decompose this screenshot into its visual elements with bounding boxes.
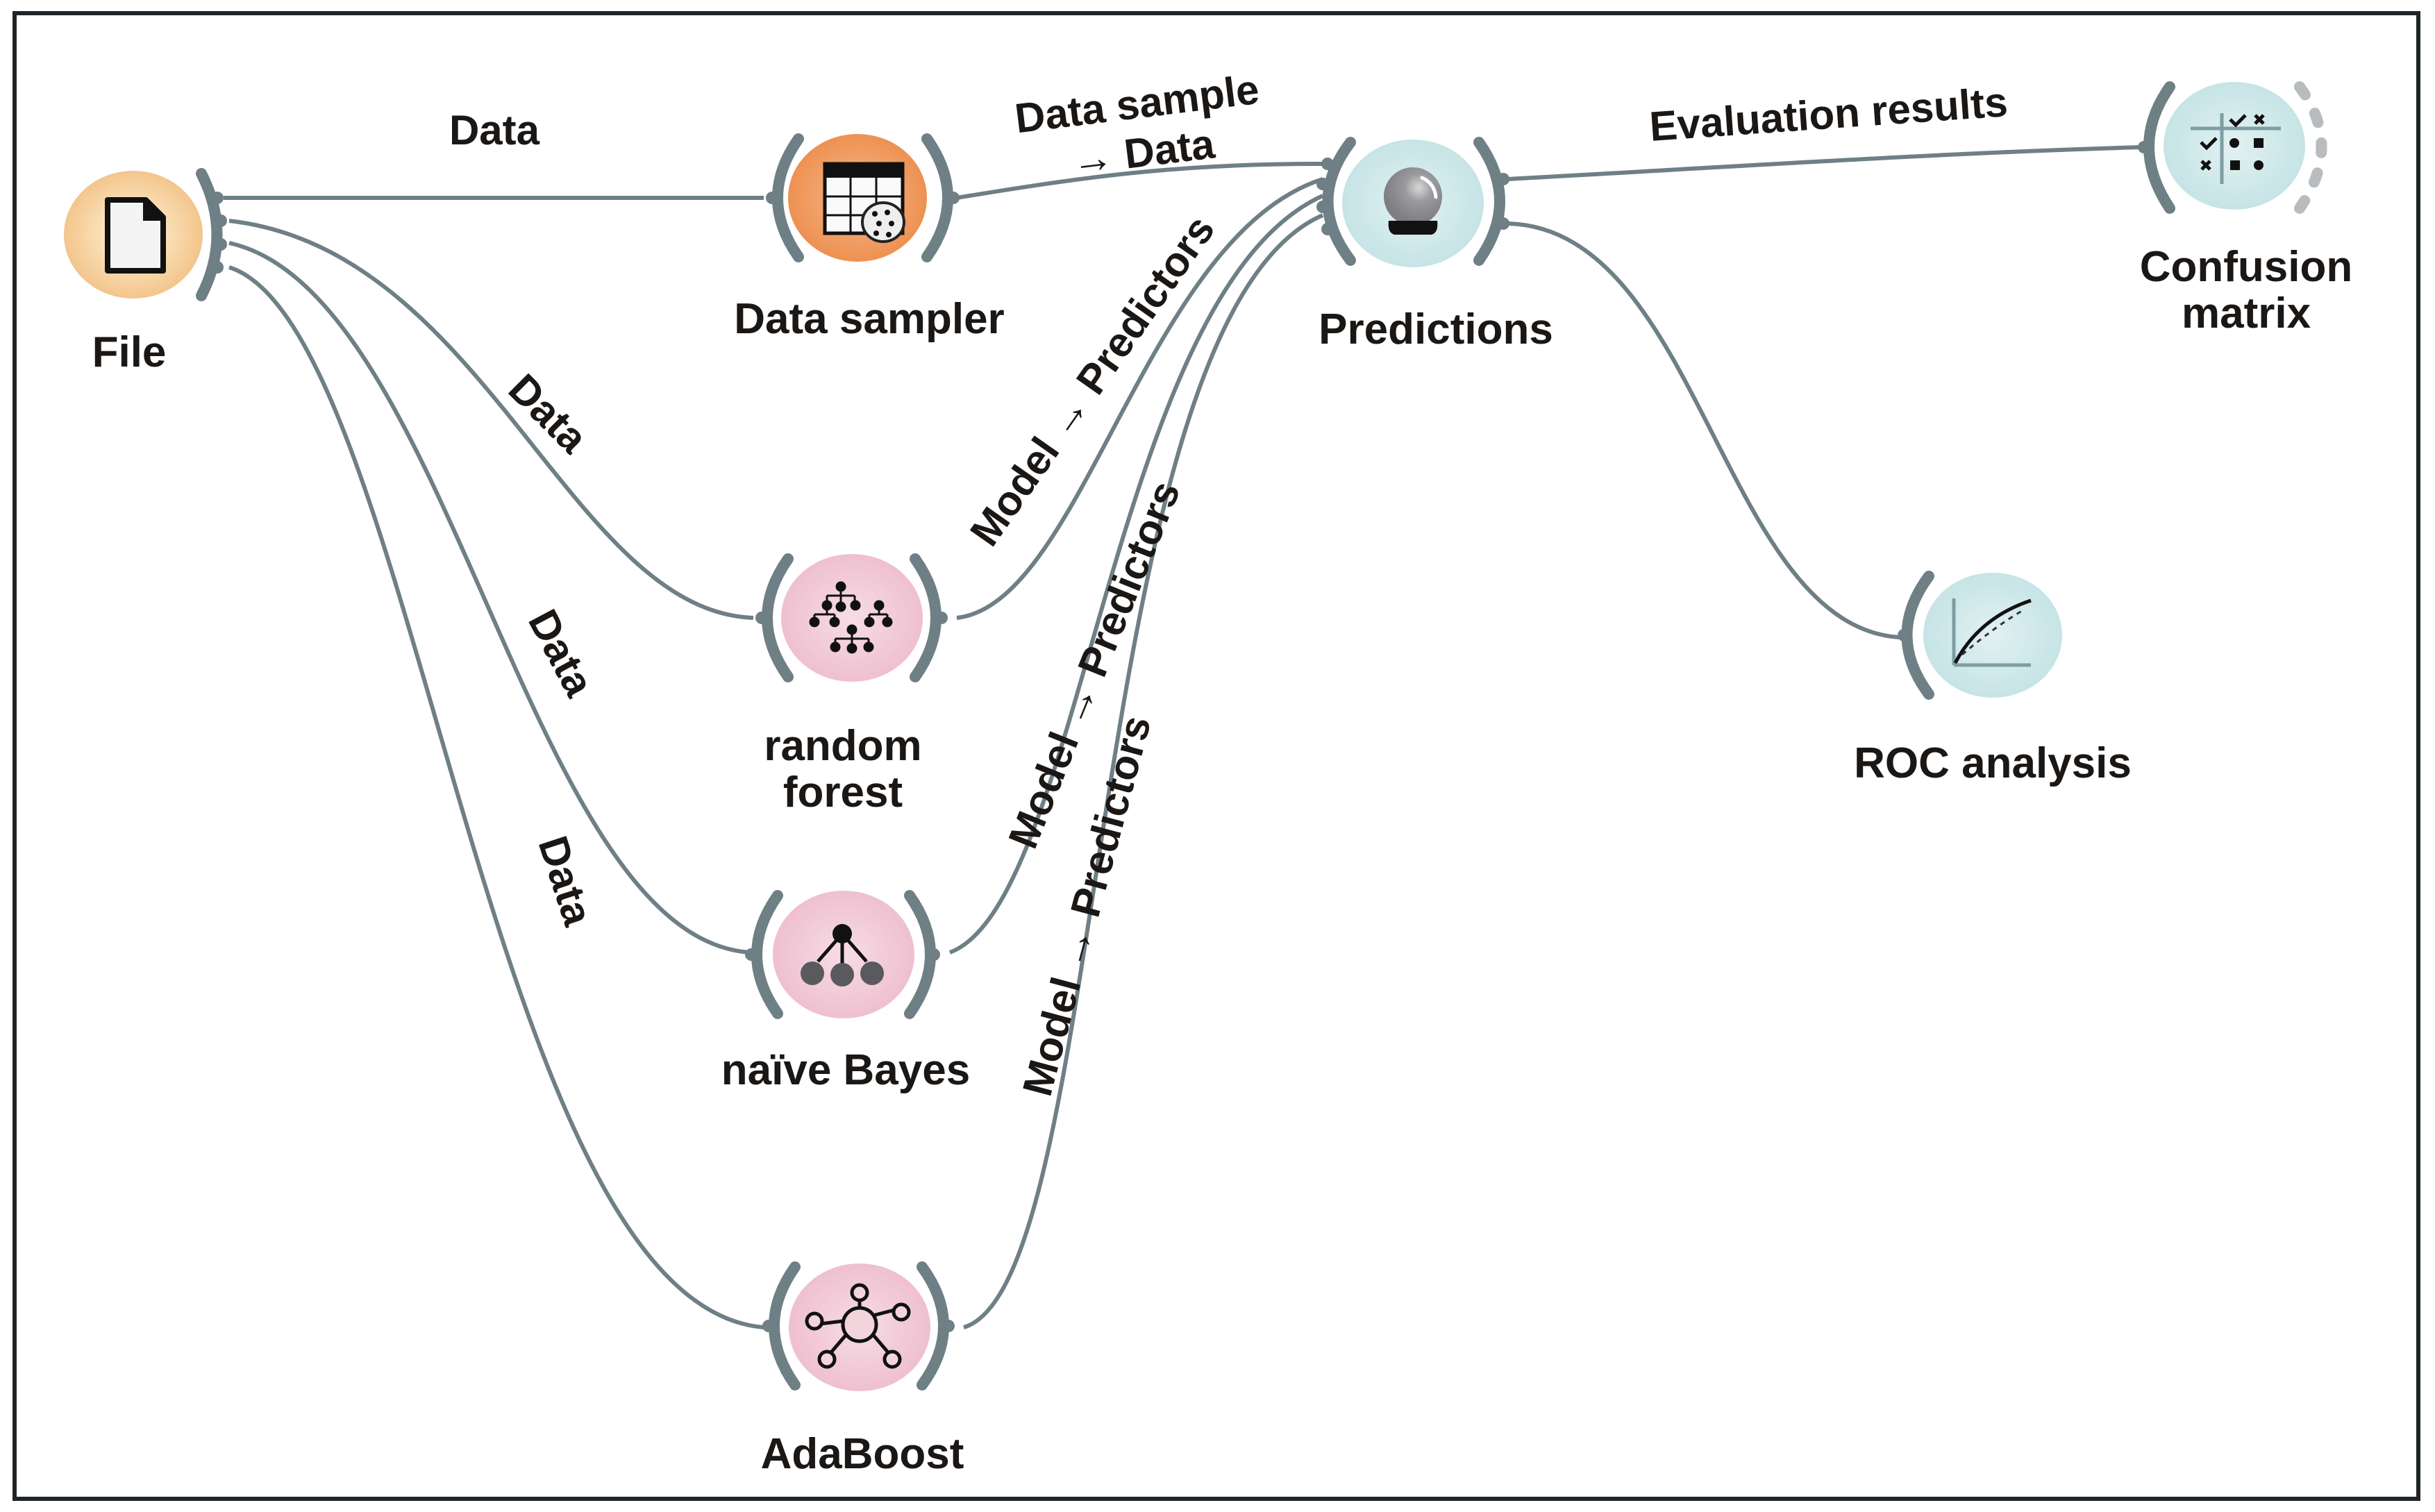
node-random-forest-label-1: random	[764, 722, 921, 770]
node-naive-bayes[interactable]: naïve Bayes	[721, 890, 970, 1094]
tree-hierarchy-icon	[809, 581, 893, 654]
link-label-predictions-confusion: Evaluation results	[1648, 78, 2009, 150]
node-data-sampler[interactable]: Data sampler	[734, 133, 1005, 343]
node-roc-analysis-label: ROC analysis	[1854, 739, 2132, 787]
bayes-network-icon	[801, 924, 884, 986]
node-confusion-matrix-label-1: Confusion	[2140, 243, 2353, 291]
crystal-ball-icon	[1384, 167, 1442, 235]
node-roc-analysis[interactable]: ROC analysis	[1854, 571, 2132, 787]
node-predictions-output-connector[interactable]	[1473, 137, 1505, 266]
node-random-forest-circle[interactable]	[781, 554, 923, 682]
node-predictions-label: Predictions	[1319, 305, 1553, 353]
node-naive-bayes-label: naïve Bayes	[721, 1046, 970, 1094]
node-random-forest-label-2: forest	[783, 768, 903, 816]
link-bayes-to-predictions[interactable]	[948, 194, 1324, 955]
node-file[interactable]: File	[64, 168, 227, 376]
node-file-output-connector[interactable]	[196, 168, 223, 301]
link-predictions-to-confusion[interactable]	[1507, 145, 2143, 181]
node-predictions[interactable]: Predictions	[1316, 137, 1553, 353]
file-icon	[105, 197, 166, 274]
table-dice-icon	[823, 162, 905, 243]
link-adaboost-to-predictions[interactable]	[963, 213, 1324, 1329]
link-file-to-adaboost[interactable]	[228, 265, 764, 1329]
node-predictions-input-connector[interactable]	[1322, 137, 1356, 266]
links	[224, 145, 2143, 1329]
diagram-frame	[12, 11, 2420, 1501]
roc-curve-icon	[1952, 598, 2032, 667]
node-file-label: File	[92, 328, 167, 376]
link-sampler-to-predictions[interactable]	[956, 161, 1328, 200]
link-forest-to-predictions[interactable]	[956, 177, 1323, 620]
link-predictions-to-roc[interactable]	[1507, 221, 1900, 639]
node-data-sampler-output-connector[interactable]	[921, 133, 953, 262]
node-adaboost[interactable]: AdaBoost	[761, 1261, 964, 1478]
node-confusion-matrix-output-connector[interactable]	[2294, 81, 2327, 214]
node-confusion-matrix-label-2: matrix	[2182, 289, 2311, 337]
link-label-file-sampler: Data	[449, 107, 540, 153]
hub-network-icon	[805, 1283, 911, 1369]
link-file-to-forest[interactable]	[228, 219, 754, 620]
link-label-file-forest: Data	[500, 365, 597, 462]
node-confusion-matrix[interactable]: Confusion matrix	[2138, 81, 2353, 337]
node-roc-analysis-circle[interactable]	[1923, 573, 2062, 698]
link-label-file-adaboost: Data	[530, 830, 602, 931]
confusion-matrix-icon	[2191, 113, 2281, 184]
node-random-forest[interactable]: random forest	[755, 553, 948, 816]
link-labels: Data Data sample → Data Data Data Data M…	[449, 66, 2009, 1101]
node-data-sampler-label: Data sampler	[734, 295, 1004, 343]
link-label-file-bayes: Data	[519, 602, 603, 704]
link-file-to-bayes[interactable]	[228, 241, 751, 955]
node-adaboost-label: AdaBoost	[761, 1430, 964, 1478]
